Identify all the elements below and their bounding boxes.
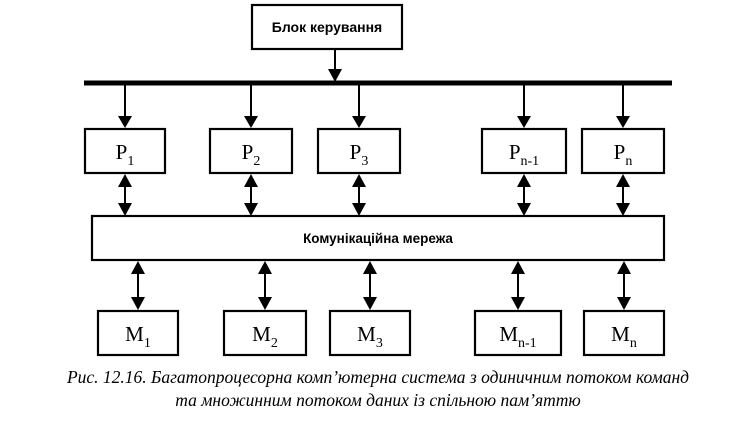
bus-to-processor-3-arrowhead (352, 116, 366, 128)
processor-label: Pn (614, 140, 633, 169)
memory-2: M2 (222, 261, 308, 357)
network-memory-link-5-arrowhead-top (617, 261, 631, 274)
processor-network-link-5-arrowhead-bottom (616, 203, 630, 216)
processor-5: Pn (580, 85, 666, 216)
network-memory-link-4-arrowhead-bottom (511, 297, 525, 310)
memory-box (328, 309, 412, 357)
memory-3: M3 (328, 261, 412, 357)
memory-4: Mn-1 (473, 261, 563, 357)
network-memory-link-1-arrowhead-top (131, 261, 145, 274)
processor-network-link-3-arrowhead-bottom (352, 203, 366, 216)
processor-network-link-4-arrowhead-top (517, 174, 531, 187)
processor-network-link-4-arrowhead-bottom (517, 203, 531, 216)
processor-box (316, 127, 402, 175)
caption-line-1: Рис. 12.16. Багатопроцесорна комп’ютерна… (66, 367, 690, 387)
processor-box (83, 127, 167, 175)
network-memory-link-3-arrowhead-bottom (363, 297, 377, 310)
processor-label: P2 (242, 140, 261, 169)
processor-label: Pn-1 (509, 140, 539, 169)
processor-label: P1 (116, 140, 135, 169)
memory-1: M1 (96, 261, 180, 357)
processor-network-link-3-arrowhead-top (352, 174, 366, 187)
control-to-bus-arrowhead (328, 69, 342, 82)
memory-box (582, 309, 666, 357)
multiprocessor-diagram: Блок керування P1 P2 P3 Pn-1 Pn M1 M2 M3 Mn-1 Mn… (83, 3, 672, 357)
memory-label: M2 (252, 322, 278, 351)
bus-to-processor-5-arrowhead (616, 116, 630, 128)
memory-box (473, 309, 563, 357)
network-memory-link-2-arrowhead-bottom (258, 297, 272, 310)
memory-box (96, 309, 180, 357)
memory-label: Mn-1 (499, 322, 536, 351)
bus-to-processor-1-arrowhead (118, 116, 132, 128)
figure-caption: Рис. 12.16. Багатопроцесорна комп’ютерна… (0, 366, 756, 412)
processor-3: P3 (316, 85, 402, 216)
bus-to-processor-2-arrowhead (244, 116, 258, 128)
network-memory-link-2-arrowhead-top (258, 261, 272, 274)
processor-box (208, 127, 294, 175)
communication-network-label: Комунікаційна мережа (303, 231, 453, 246)
network-memory-link-4-arrowhead-top (511, 261, 525, 274)
processor-network-link-2-arrowhead-bottom (244, 203, 258, 216)
network-memory-link-1-arrowhead-bottom (131, 297, 145, 310)
memory-5: Mn (582, 261, 666, 357)
processor-4: Pn-1 (480, 85, 568, 216)
network-memory-link-5-arrowhead-bottom (617, 297, 631, 310)
memory-label: M3 (357, 322, 383, 351)
processor-network-link-2-arrowhead-top (244, 174, 258, 187)
processor-1: P1 (83, 85, 167, 216)
processor-box (580, 127, 666, 175)
memory-box (222, 309, 308, 357)
memory-label: M1 (125, 322, 151, 351)
communication-network-box (90, 214, 666, 262)
processor-label: P3 (350, 140, 369, 169)
processor-network-link-5-arrowhead-top (616, 174, 630, 187)
bus-to-processor-4-arrowhead (517, 116, 531, 128)
control-unit-box (250, 3, 404, 51)
control-unit-label: Блок керування (272, 19, 382, 35)
caption-line-2: та множинним потоком даних із спільною п… (175, 390, 581, 410)
processor-box (480, 127, 568, 175)
processor-row: P1 P2 P3 Pn-1 Pn (83, 85, 666, 216)
processor-network-link-1-arrowhead-bottom (118, 203, 132, 216)
network-memory-link-3-arrowhead-top (363, 261, 377, 274)
processor-2: P2 (208, 85, 294, 216)
memory-label: Mn (611, 322, 637, 351)
memory-row: M1 M2 M3 Mn-1 Mn (96, 261, 666, 357)
processor-network-link-1-arrowhead-top (118, 174, 132, 187)
